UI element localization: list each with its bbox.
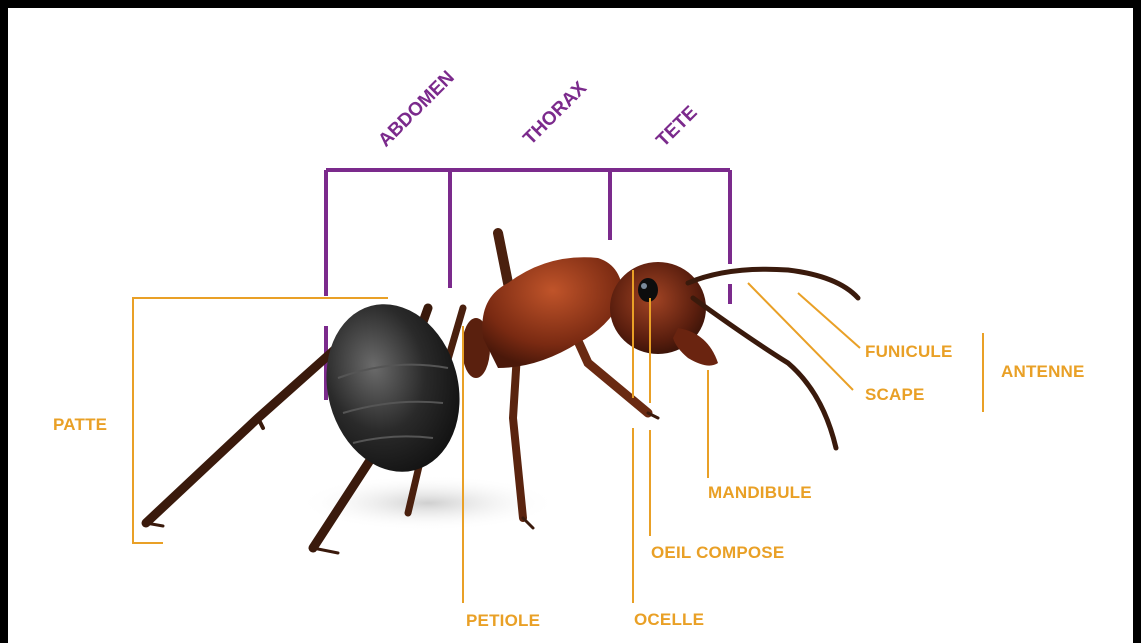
label-scape: SCAPE: [865, 385, 925, 405]
ant-abdomen: [308, 289, 478, 487]
label-mandibule: MANDIBULE: [708, 483, 812, 503]
label-ocelle: OCELLE: [634, 610, 704, 630]
label-antenne: ANTENNE: [1001, 362, 1085, 382]
diagram-frame: ABDOMEN THORAX TETE PATTE PETIOLE OCELLE…: [8, 8, 1133, 643]
label-funicule: FUNICULE: [865, 342, 953, 362]
ant-eye: [638, 278, 658, 302]
label-patte: PATTE: [53, 415, 107, 435]
label-petiole: PETIOLE: [466, 611, 540, 631]
label-oeil-compose: OEIL COMPOSE: [651, 543, 784, 563]
